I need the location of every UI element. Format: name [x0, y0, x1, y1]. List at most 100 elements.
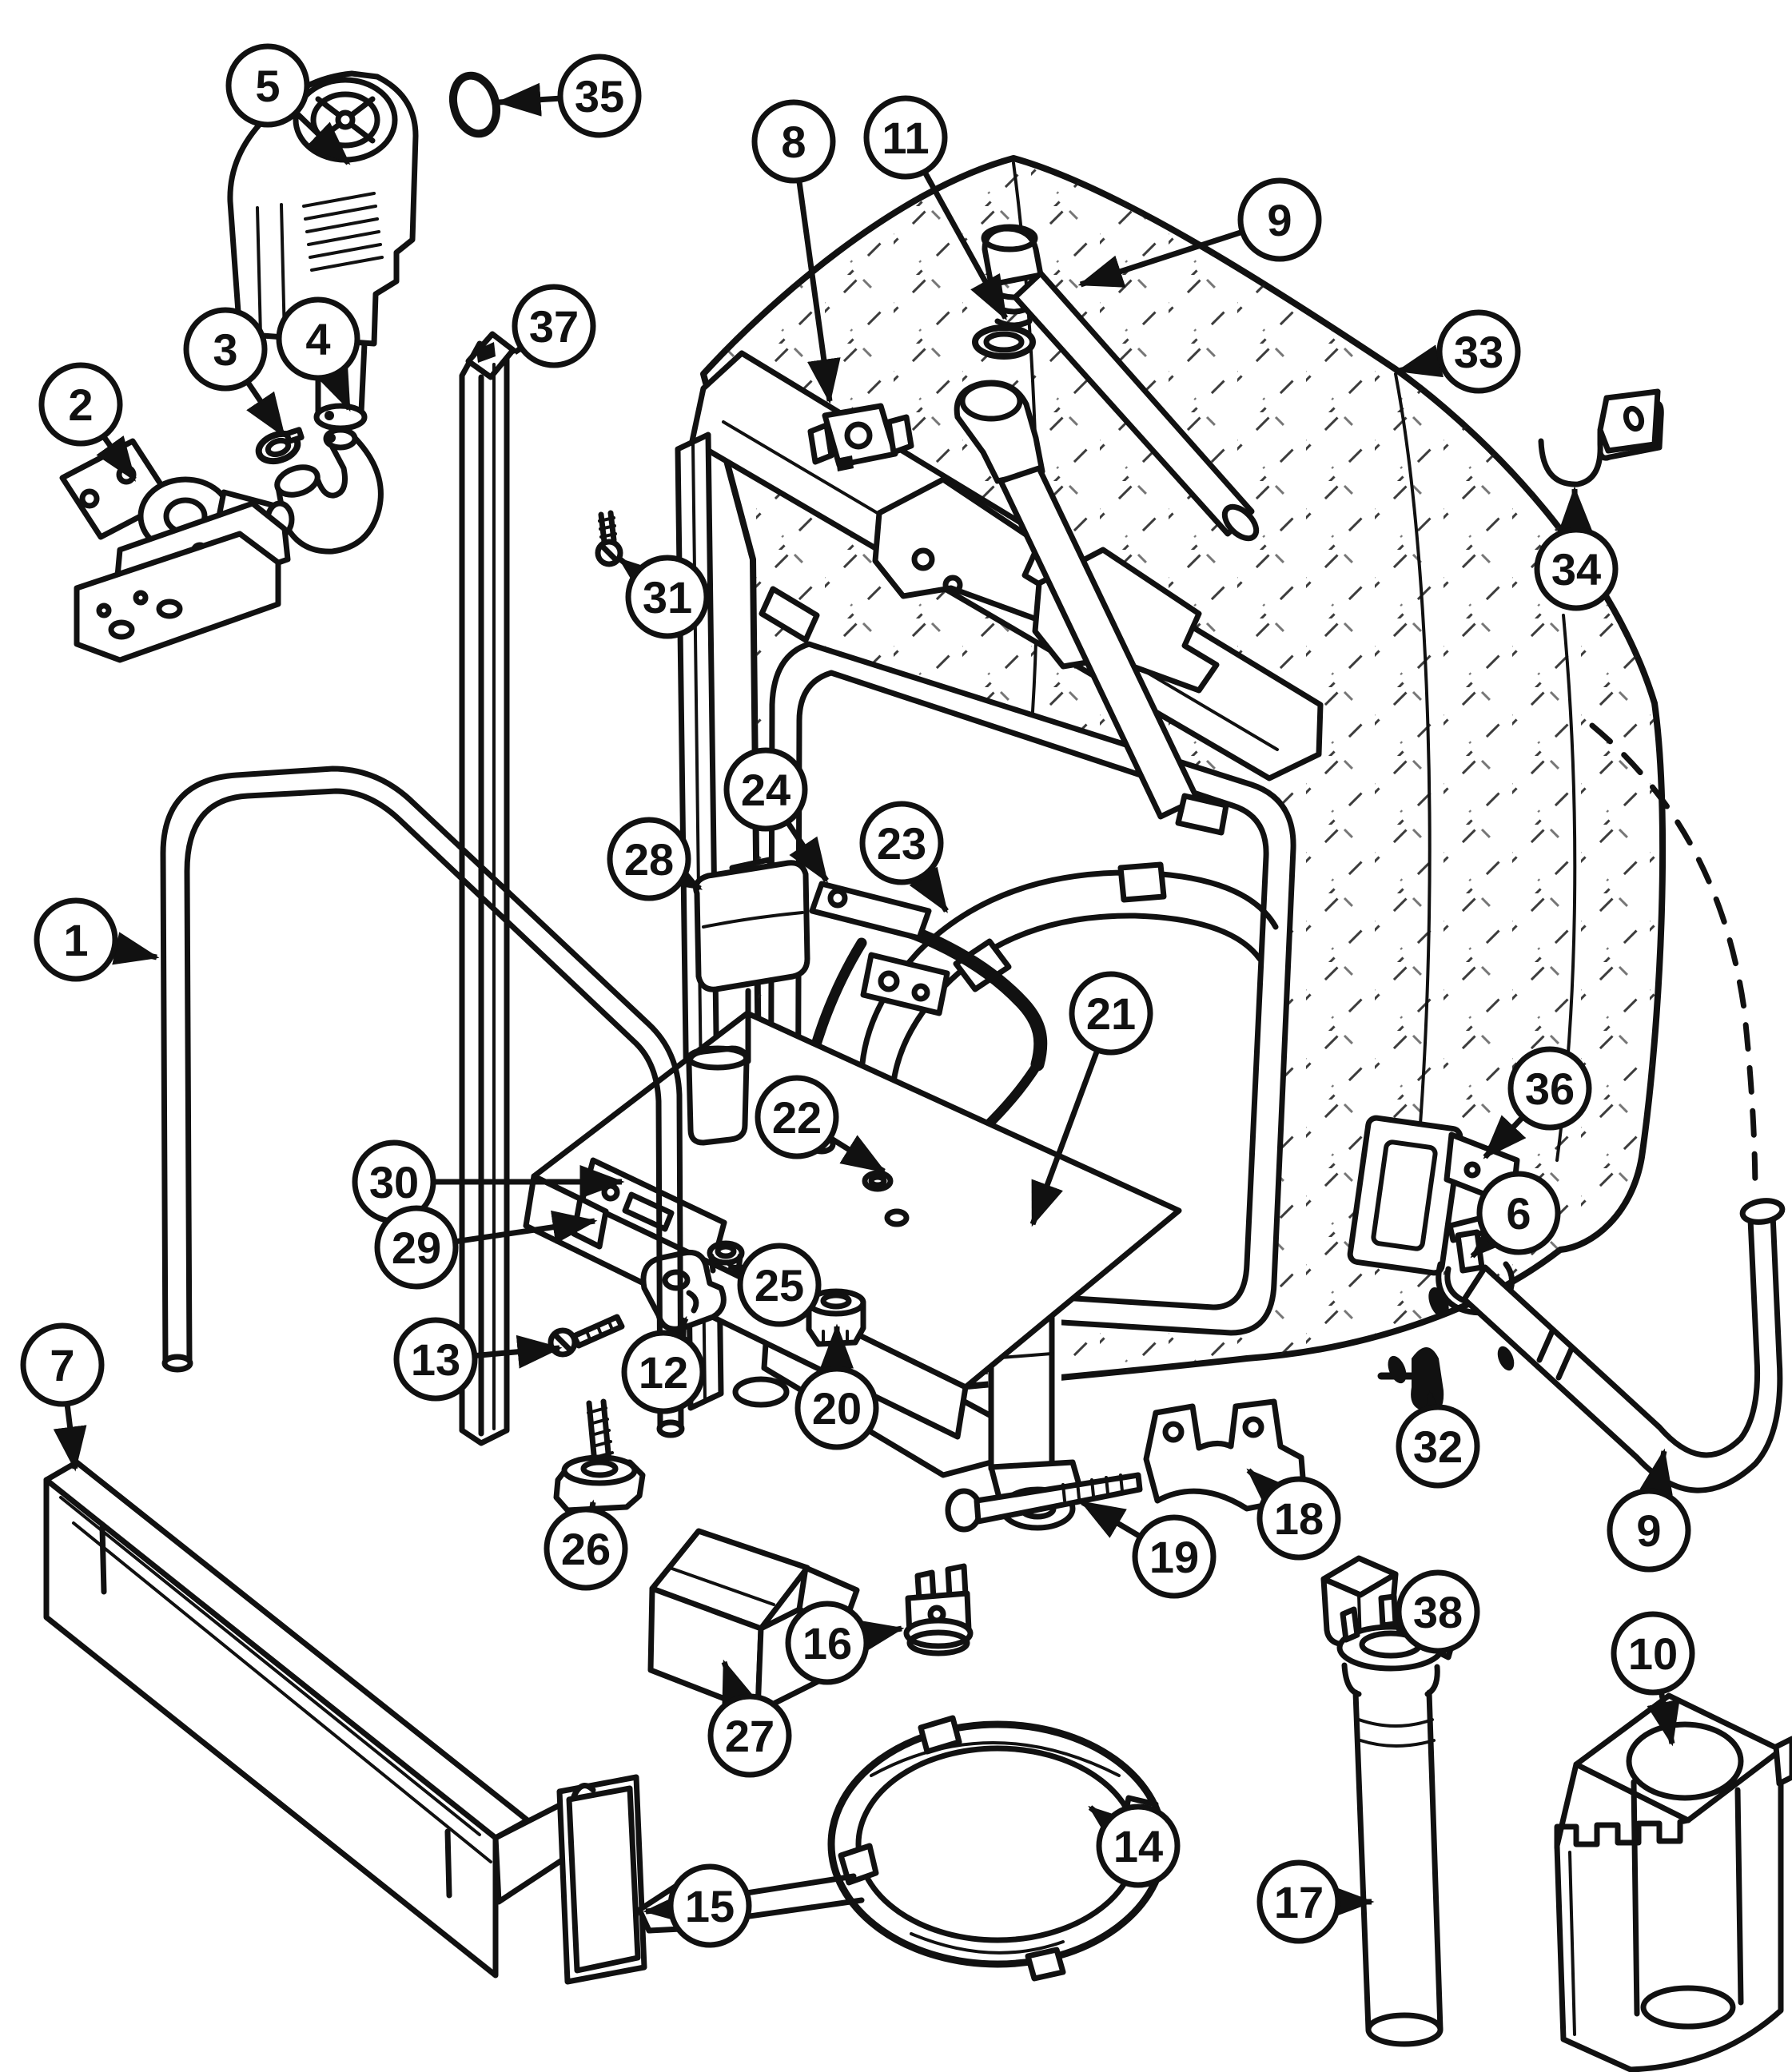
callout-37: 37 [512, 284, 596, 368]
callout-leader-arrow [1029, 1048, 1101, 1227]
callout-circle [723, 747, 808, 832]
callout-33: 33 [1396, 309, 1521, 394]
callout-circle [751, 99, 836, 184]
callout-circle [1237, 177, 1322, 262]
callout-circle [225, 43, 310, 128]
callout-number: 29 [392, 1223, 441, 1273]
drain-funnel-housing [1554, 1692, 1792, 2072]
hose-clamp [255, 427, 305, 465]
callout-11: 11 [863, 95, 1009, 321]
callout-38: 38 [1394, 1569, 1480, 1654]
callout-1: 1 [34, 897, 160, 982]
air-gap-elbow-hose [981, 224, 1260, 542]
callout-circle [1069, 971, 1153, 1056]
callout-number: 16 [802, 1618, 852, 1668]
callout-number: 35 [575, 71, 624, 121]
callout-number: 32 [1413, 1422, 1463, 1472]
callout-leader-arrow [1647, 1691, 1680, 1747]
callout-circle [667, 1863, 752, 1948]
callout-circle [625, 555, 710, 639]
callout-4: 4 [276, 296, 360, 412]
callout-circle [512, 284, 596, 368]
callout-18: 18 [1246, 1468, 1341, 1561]
callout-6: 6 [1470, 1171, 1561, 1259]
mounting-clip [807, 403, 914, 471]
callout-number: 28 [624, 834, 674, 885]
callout-leader-arrow [643, 1891, 690, 1925]
callout-number: 31 [643, 572, 692, 622]
callout-9-30: 9 [1607, 1448, 1691, 1573]
callout-leader-arrow [721, 1659, 755, 1708]
callout-number: 12 [639, 1347, 688, 1398]
callout-circle [1256, 1476, 1341, 1561]
callout-number: 13 [411, 1334, 460, 1385]
callout-number: 38 [1413, 1587, 1463, 1637]
callout-circle [544, 1506, 628, 1591]
callout-circle [794, 1366, 879, 1450]
callout-number: 4 [305, 314, 330, 364]
callout-circle [785, 1601, 870, 1685]
callout-3: 3 [183, 307, 286, 438]
callout-number: 19 [1149, 1532, 1199, 1582]
callout-circle [557, 54, 642, 138]
callout-32: 32 [1396, 1390, 1480, 1489]
callout-35: 35 [496, 54, 642, 138]
trim-strip [459, 331, 516, 1446]
callout-number: 3 [213, 324, 237, 375]
callout-circle [1396, 1569, 1480, 1654]
callout-circle [183, 307, 268, 392]
callout-28: 28 [607, 817, 703, 901]
callout-circle [20, 1322, 105, 1407]
callout-circle [607, 817, 691, 901]
callout-leader-arrow [1396, 344, 1444, 378]
callout-leader-arrow [922, 170, 1009, 321]
callout-circle [1534, 527, 1619, 611]
callout-26: 26 [544, 1499, 628, 1591]
callout-leader-arrow [1088, 1805, 1134, 1847]
callout-leader-arrow [496, 82, 561, 117]
callout-leader-arrow [618, 557, 664, 599]
callout-circle [1096, 1804, 1181, 1888]
pan-hardware [548, 1240, 866, 1513]
carriage-bolt [945, 1472, 1143, 1533]
callout-34: 34 [1534, 486, 1619, 611]
callout-leader-arrow [245, 380, 286, 438]
callout-24: 24 [723, 747, 829, 883]
callout-leader-arrow [1246, 1468, 1291, 1512]
callout-number: 10 [1628, 1629, 1678, 1679]
callout-circle [1507, 1046, 1592, 1131]
insulation-clip [1538, 388, 1664, 487]
fill-hose [274, 427, 384, 555]
callout-leader-arrow [785, 820, 829, 883]
callout-number: 21 [1086, 988, 1136, 1039]
callout-number: 27 [725, 1711, 775, 1761]
callout-circle [34, 897, 118, 982]
callout-number: 9 [1636, 1505, 1661, 1556]
callout-circle [374, 1205, 459, 1290]
callout-leader-arrow [1483, 1115, 1527, 1159]
callout-leader-arrow [1639, 1448, 1673, 1496]
callout-leader-arrow [112, 932, 160, 965]
callout-22: 22 [755, 1075, 886, 1174]
callout-circle [737, 1243, 822, 1327]
callout-leader-arrow [796, 180, 841, 404]
callout-14: 14 [1088, 1804, 1181, 1888]
callout-17: 17 [1256, 1859, 1375, 1944]
callout-13: 13 [393, 1317, 563, 1402]
callout-2: 2 [38, 362, 137, 482]
callout-leader-arrow [1470, 1215, 1515, 1259]
callout-number: 9 [1267, 195, 1292, 245]
callout-circle [707, 1693, 792, 1778]
callout-number: 17 [1274, 1877, 1324, 1927]
callout-number: 14 [1113, 1821, 1163, 1871]
access-panel [43, 1459, 577, 1979]
callout-number: 5 [255, 61, 280, 111]
callout-31: 31 [618, 555, 710, 639]
callout-leader-arrow [293, 110, 351, 165]
callout-number: 30 [369, 1157, 419, 1207]
float-switch-assembly [686, 857, 932, 1146]
callout-7: 7 [20, 1322, 105, 1472]
callout-21: 21 [1029, 971, 1153, 1227]
